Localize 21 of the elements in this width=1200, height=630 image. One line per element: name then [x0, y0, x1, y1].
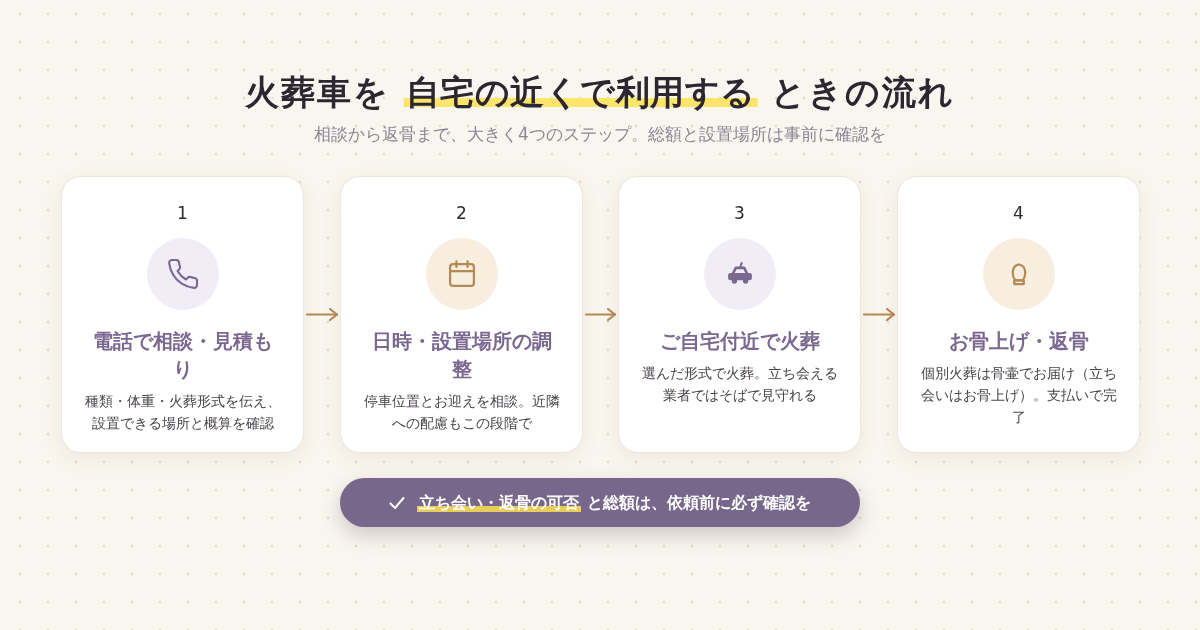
step-number: 1 — [177, 202, 188, 224]
step-number: 2 — [456, 202, 467, 224]
step-heading: 電話で相談・見積もり — [91, 328, 274, 383]
step-description: 個別火葬は骨壷でお届け（立ち会いはお骨上げ）。支払いで完了 — [920, 364, 1117, 427]
step-description: 選んだ形式で火葬。立ち会える業者ではそばで見守れる — [641, 364, 838, 405]
step-card — [340, 176, 583, 453]
step-description: 種類・体重・火葬形式を伝え、設置できる場所と概算を確認 — [84, 392, 281, 433]
step-heading: 日時・設置場所の調整 — [370, 328, 553, 383]
step-heading: お骨上げ・返骨 — [948, 328, 1089, 355]
subtitle: 相談から返骨まで、大きく4つのステップ。総額と設置場所は事前に確認を — [314, 123, 886, 146]
step-description: 停車位置とお迎えを相談。近隣への配慮もこの段階で — [363, 392, 560, 433]
arrow — [862, 307, 896, 322]
step-card — [618, 176, 861, 453]
arrow — [584, 307, 617, 322]
step-heading: ご自宅付近で火葬 — [659, 328, 820, 355]
arrow — [305, 307, 339, 322]
step-card — [897, 176, 1140, 453]
step-number: 4 — [1013, 202, 1024, 224]
step-card — [61, 176, 304, 453]
step-number: 3 — [734, 202, 745, 224]
note-banner — [340, 478, 860, 527]
